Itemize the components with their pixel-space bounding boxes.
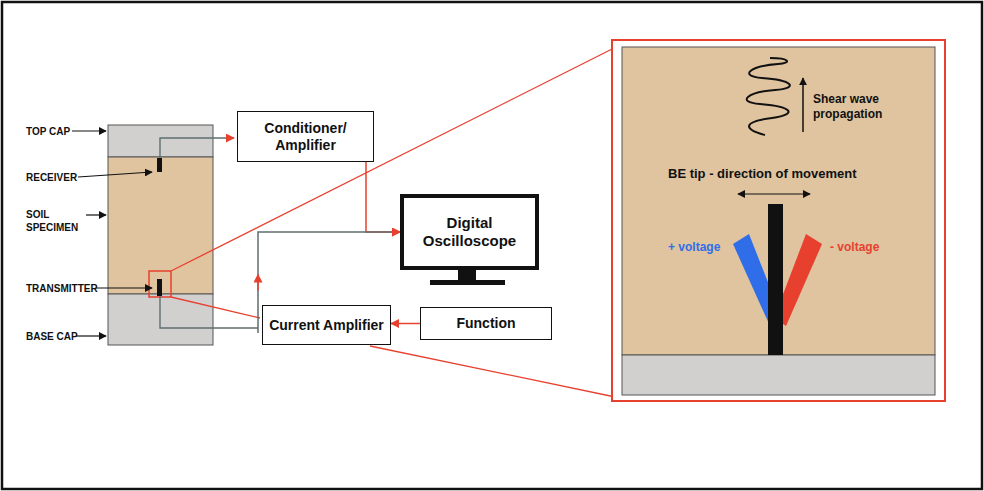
- bender-element: [768, 204, 783, 355]
- label: - voltage: [830, 240, 879, 255]
- shear-wave: [747, 58, 790, 135]
- inset-soil: [622, 47, 935, 355]
- propagation-arrow: [802, 78, 804, 132]
- flow-arrow: [257, 275, 259, 291]
- zoom-box: [149, 271, 171, 297]
- signal-wires: [160, 138, 258, 328]
- connector: [391, 323, 420, 325]
- label: + voltage: [668, 240, 720, 255]
- label: BE tip - direction of movement: [668, 166, 857, 182]
- soil-specimen: [108, 157, 213, 294]
- inset-base: [622, 355, 935, 395]
- label-arrows: [72, 131, 152, 336]
- receiver-element: [157, 158, 162, 172]
- process-box: Current Amplifier: [262, 305, 391, 345]
- zoom-lines: [171, 45, 620, 398]
- transmitter-element: [157, 279, 162, 296]
- label: SOIL SPECIMEN: [26, 209, 86, 234]
- label: RECEIVER: [26, 172, 77, 185]
- label: TOP CAP: [26, 126, 70, 139]
- node-text: Function: [456, 315, 515, 332]
- process-box: Conditioner/ Amplifier: [237, 111, 374, 162]
- label: TRANSMITTER: [26, 283, 98, 296]
- process-box: Function: [420, 307, 552, 340]
- label: Shear wave propagation: [813, 92, 913, 122]
- node-text: Current Amplifier: [269, 317, 384, 334]
- node-text: Digital Oscilloscope: [404, 214, 535, 250]
- node-text: Conditioner/ Amplifier: [238, 120, 373, 154]
- inset-border: [612, 40, 945, 401]
- connector: [366, 162, 400, 232]
- label: BASE CAP: [26, 331, 78, 344]
- movement-arrow: [738, 193, 810, 194]
- connector: [258, 232, 400, 333]
- monitor-base: [430, 280, 505, 285]
- oscilloscope-monitor: Digital Oscilloscope: [400, 194, 539, 270]
- monitor-stand: [458, 270, 476, 280]
